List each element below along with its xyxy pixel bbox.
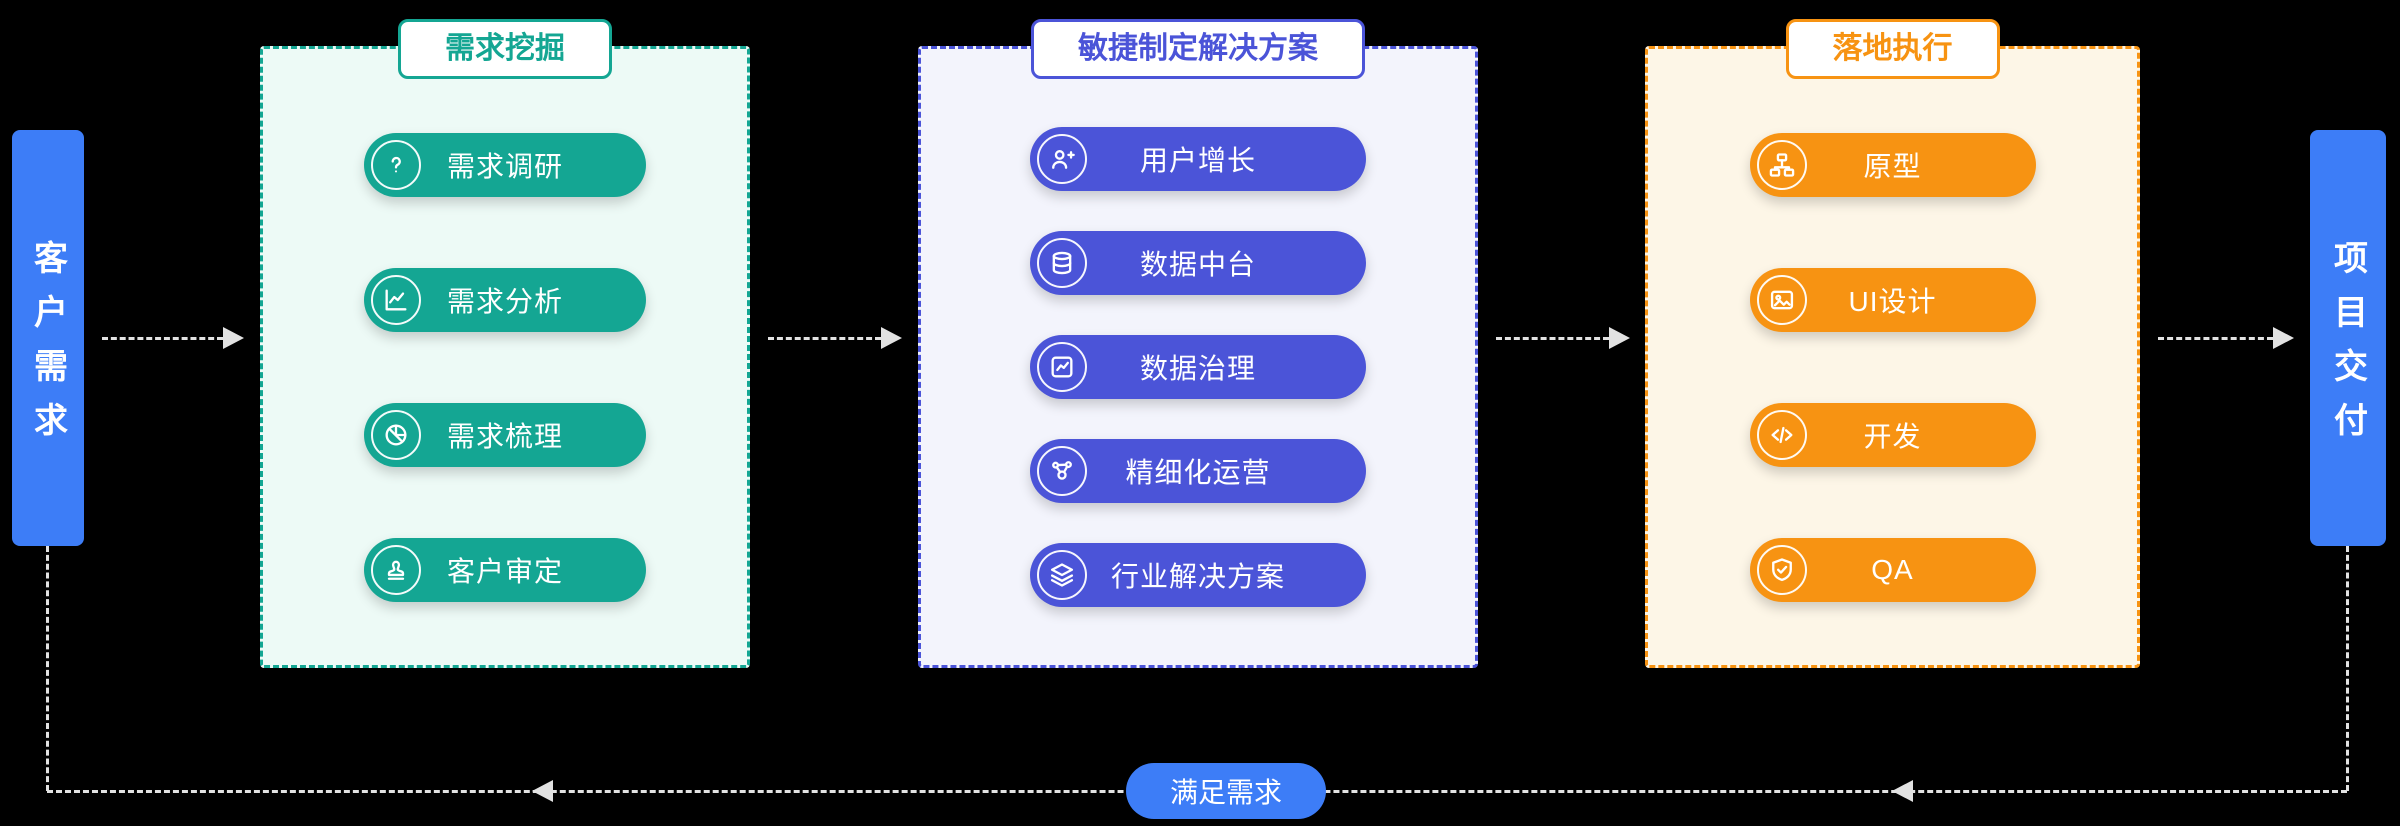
pill-list: 用户增长 数据中台 数据治理 精细化运营 (1030, 127, 1366, 607)
layers-icon (1037, 550, 1087, 600)
pill-prototype: 原型 (1749, 132, 2036, 197)
pill-label: 需求调研 (446, 150, 563, 182)
trend-chart-icon (371, 274, 421, 325)
panel-agile-solution: 敏捷制定解决方案 用户增长 数据中台 数据治理 (918, 19, 1478, 668)
pill-label: QA (1871, 553, 1914, 585)
pill-user-growth: 用户增长 (1030, 127, 1366, 191)
feedback-line-left (46, 546, 49, 791)
arrow-right-icon (223, 327, 244, 349)
pill-industry-solutions: 行业解决方案 (1030, 543, 1366, 607)
project-delivery-node: 项目交付 (2310, 130, 2386, 546)
flow-arrow-1 (102, 326, 244, 350)
pill-label: 客户审定 (446, 555, 563, 587)
question-icon (371, 139, 421, 190)
sitemap-icon (1756, 139, 1807, 190)
arrow-right-icon (2273, 327, 2294, 349)
panel-requirements-mining: 需求挖掘 需求调研 需求分析 需求梳理 (260, 19, 750, 668)
pill-label: 需求梳理 (446, 420, 563, 452)
panel-title-requirements-mining: 需求挖掘 (398, 19, 612, 79)
network-icon (1037, 446, 1087, 496)
satisfy-needs-label: 满足需求 (1169, 777, 1282, 808)
pill-requirement-sorting: 需求梳理 (364, 402, 646, 467)
flow-arrow-2 (768, 326, 902, 350)
pill-label: 精细化运营 (1125, 457, 1271, 488)
user-plus-icon (1037, 134, 1087, 184)
pill-label: 开发 (1863, 420, 1922, 452)
pill-label: 数据中台 (1139, 249, 1256, 280)
pill-list: 原型 UI设计 开发 QA (1749, 132, 2036, 602)
pill-qa: QA (1749, 537, 2036, 602)
arrow-left-icon (1892, 780, 1913, 802)
customer-needs-node: 客户需求 (12, 130, 84, 546)
arrow-left-icon (532, 780, 553, 802)
arrow-right-icon (881, 327, 902, 349)
pill-requirement-analysis: 需求分析 (364, 267, 646, 332)
flow-arrow-3 (1496, 326, 1630, 350)
pill-list: 需求调研 需求分析 需求梳理 客户审定 (364, 132, 646, 602)
pill-requirement-survey: 需求调研 (364, 132, 646, 197)
pill-development: 开发 (1749, 402, 2036, 467)
pill-refined-operations: 精细化运营 (1030, 439, 1366, 503)
arrow-line (2158, 336, 2273, 340)
flow-arrow-4 (2158, 326, 2294, 350)
pie-chart-icon (371, 409, 421, 460)
panel-title-agile-solution: 敏捷制定解决方案 (1031, 19, 1365, 79)
pill-data-platform: 数据中台 (1030, 231, 1366, 295)
arrow-right-icon (1609, 327, 1630, 349)
panel-implementation: 落地执行 原型 UI设计 开发 (1645, 19, 2140, 668)
pill-label: 需求分析 (446, 285, 563, 317)
pill-ui-design: UI设计 (1749, 267, 2036, 332)
pill-label: UI设计 (1848, 285, 1937, 317)
chart-board-icon (1037, 342, 1087, 392)
shield-check-icon (1756, 544, 1807, 595)
pill-customer-approval: 客户审定 (364, 537, 646, 602)
database-icon (1037, 238, 1087, 288)
pill-label: 用户增长 (1139, 145, 1256, 176)
customer-needs-label: 客户需求 (28, 240, 67, 456)
panel-title-implementation: 落地执行 (1785, 19, 2000, 79)
pill-label: 原型 (1863, 150, 1922, 182)
project-delivery-label: 项目交付 (2328, 240, 2367, 456)
feedback-line-right (2346, 546, 2349, 791)
stamp-icon (371, 544, 421, 595)
image-icon (1756, 274, 1807, 325)
arrow-line (1496, 336, 1609, 340)
pill-data-governance: 数据治理 (1030, 335, 1366, 399)
code-icon (1756, 409, 1807, 460)
satisfy-needs-pill: 满足需求 (1126, 763, 1326, 819)
arrow-line (768, 336, 881, 340)
pill-label: 数据治理 (1139, 353, 1256, 384)
arrow-line (102, 336, 223, 340)
pill-label: 行业解决方案 (1110, 561, 1285, 592)
